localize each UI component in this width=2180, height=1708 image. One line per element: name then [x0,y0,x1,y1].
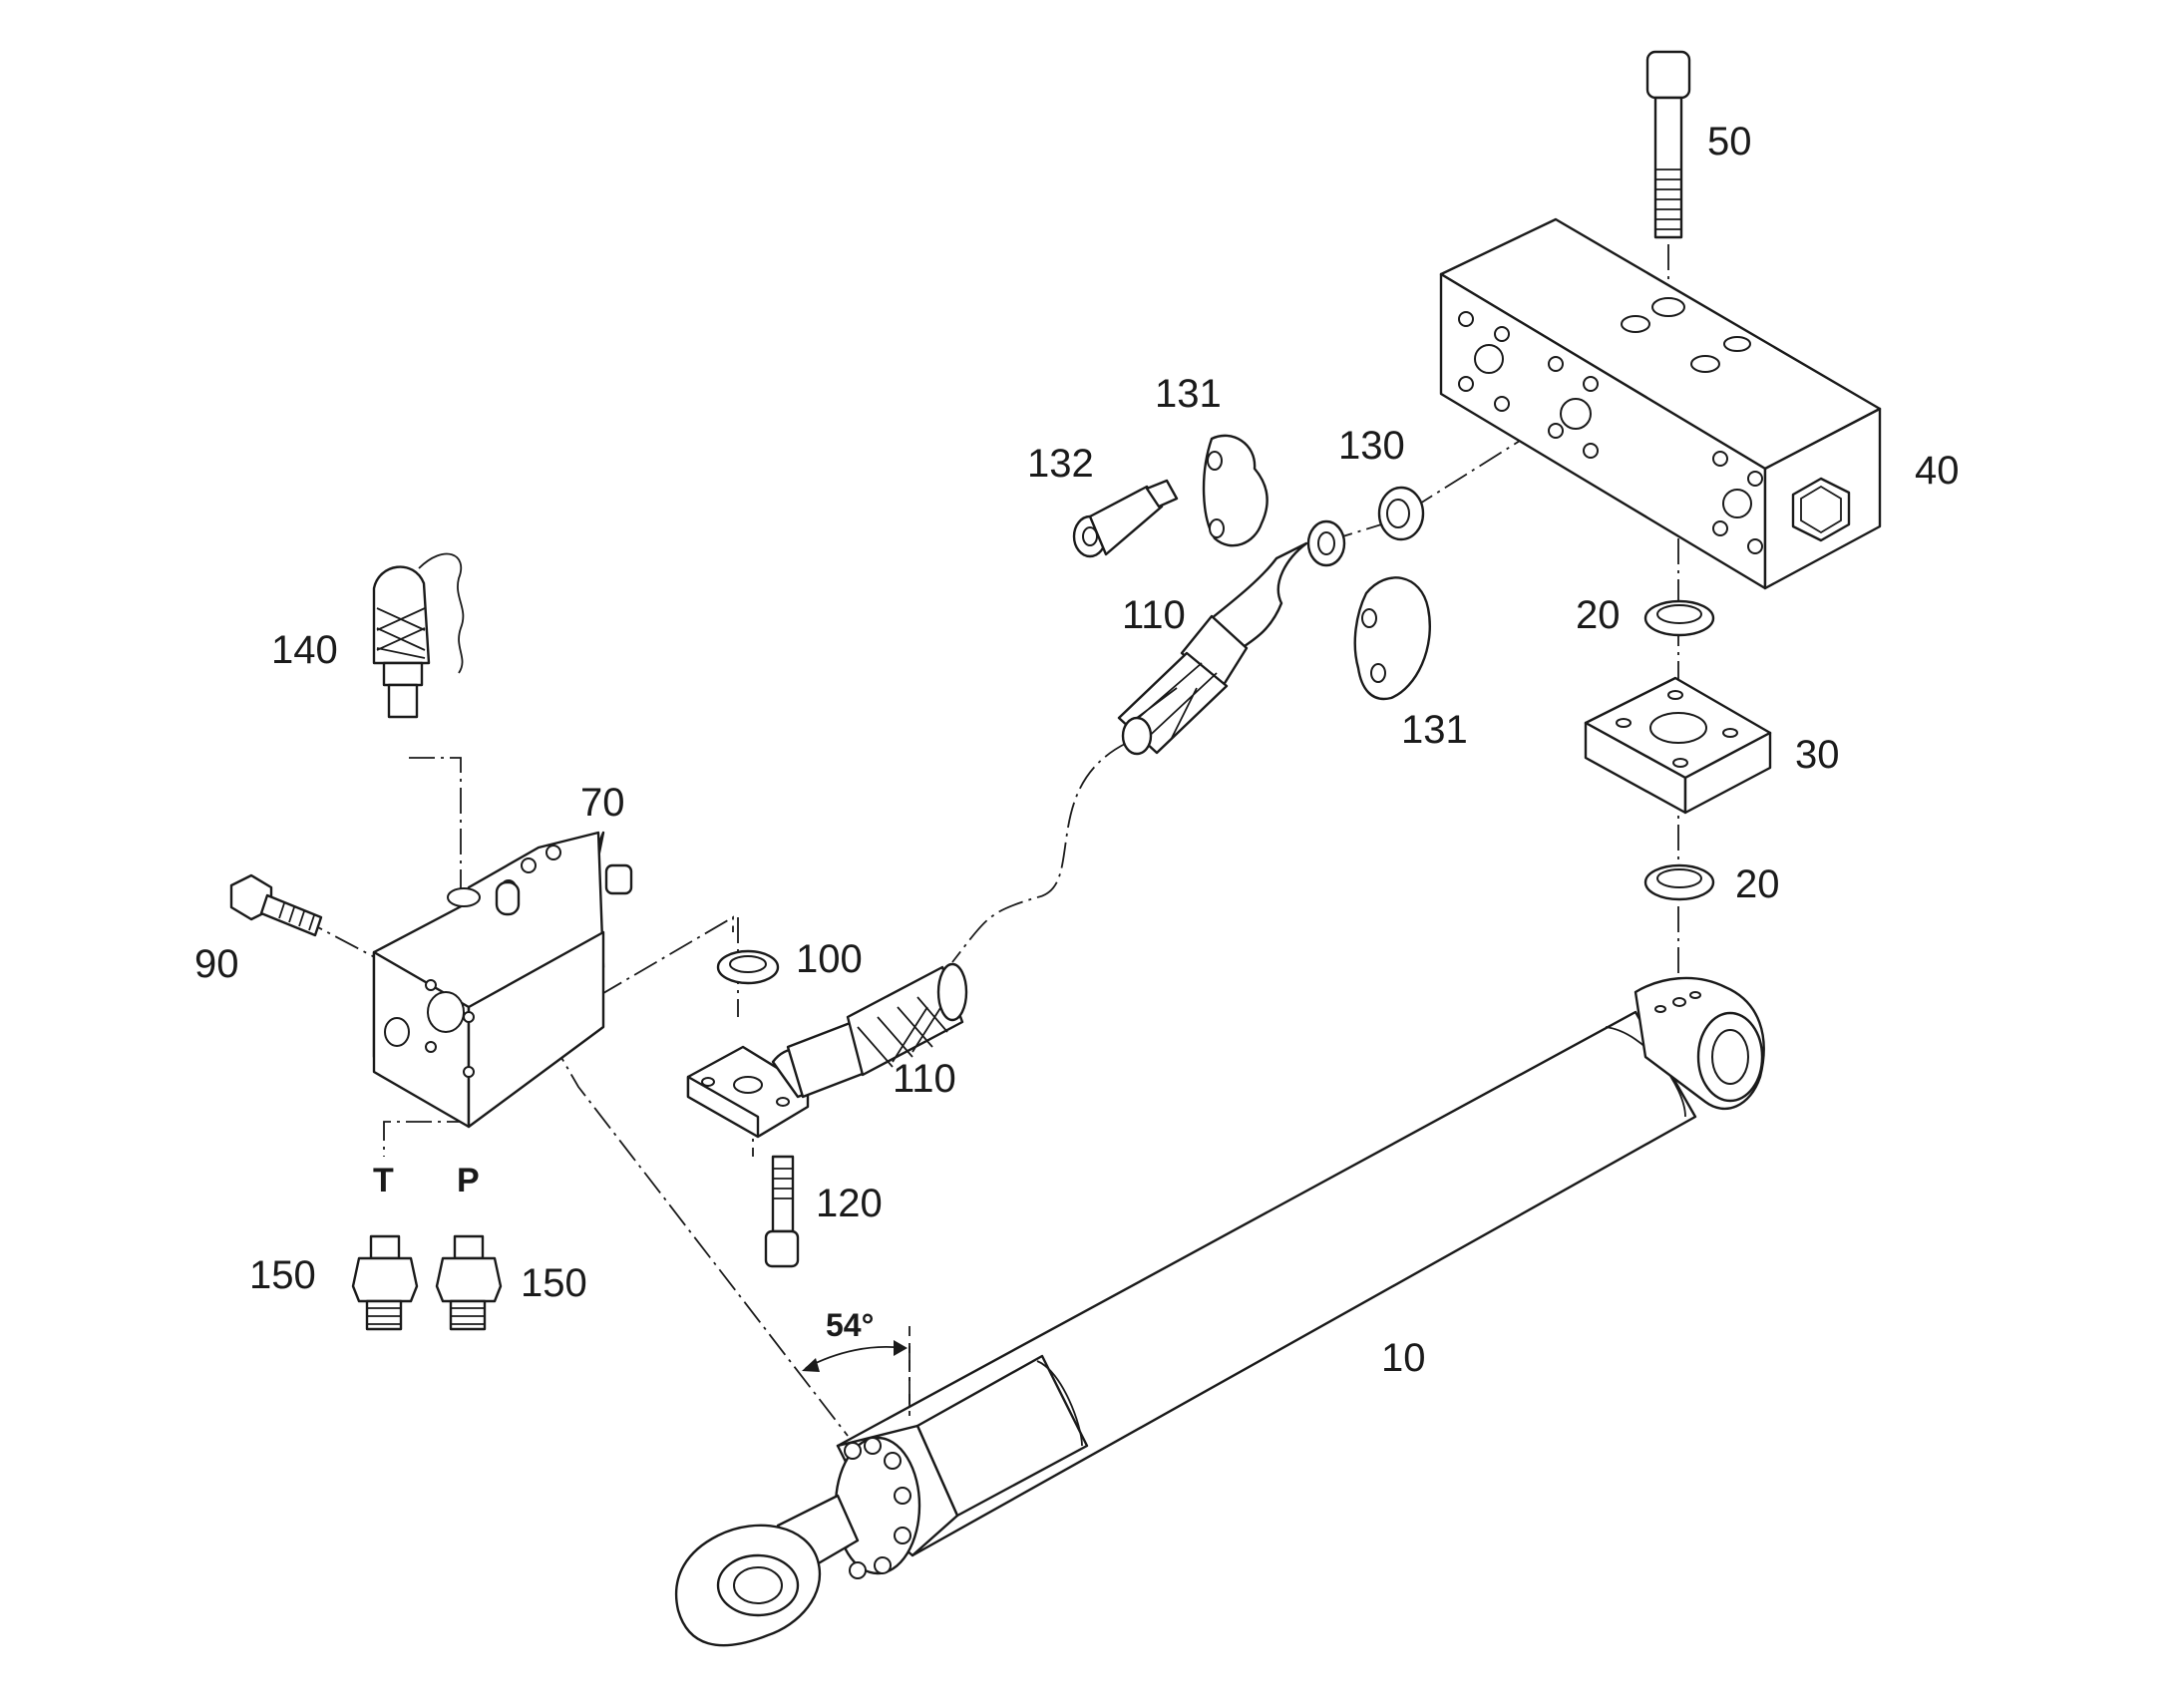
label-150-left: 150 [249,1253,316,1297]
label-110-lower: 110 [893,1057,956,1101]
flange-clamp-131-lower [1353,576,1431,701]
angle-label: 54° [826,1307,874,1343]
label-140: 140 [271,628,338,672]
fitting-150-p [435,1234,503,1331]
hex-bolt-90 [229,873,323,937]
label-90: 90 [194,942,239,986]
hydraulic-cylinder-10 [674,976,1765,1647]
label-10: 10 [1381,1336,1426,1380]
test-point-140 [372,552,465,719]
label-131-upper: 131 [1155,372,1222,416]
bolt-50 [1645,50,1691,239]
fitting-150-t [351,1234,419,1331]
flange-clamp-131-upper [1202,434,1269,547]
label-110-upper: 110 [1122,593,1186,637]
valve-block-70 [372,831,633,1129]
angle-indicator: 54° [802,1307,910,1416]
seal-ring-130 [1377,486,1425,541]
label-70: 70 [580,781,625,825]
label-132: 132 [1027,442,1094,486]
label-20-lower: 20 [1735,862,1780,906]
cap-screw-120 [764,1155,800,1268]
label-20-upper: 20 [1576,593,1621,637]
label-100: 100 [796,937,863,981]
label-50: 50 [1707,120,1752,164]
callout-labels: 10 20 20 30 40 50 70 90 100 110 110 120 … [194,120,1960,1380]
label-131-lower: 131 [1401,708,1468,752]
label-40: 40 [1915,449,1960,493]
manifold-block-40 [1439,217,1882,590]
label-30: 30 [1795,733,1840,777]
port-label-p: P [457,1162,480,1199]
label-150-right: 150 [521,1261,587,1305]
o-ring-20-upper [1643,599,1715,637]
label-120: 120 [816,1182,883,1225]
hose-110-upper [1117,519,1346,756]
cap-screw-132 [1072,479,1179,558]
adapter-plate-30 [1584,676,1772,815]
label-130: 130 [1338,424,1405,468]
o-ring-20-lower [1643,863,1715,901]
washer-100 [716,949,780,985]
port-label-t: T [373,1162,394,1199]
hose-110-lower [686,962,968,1139]
